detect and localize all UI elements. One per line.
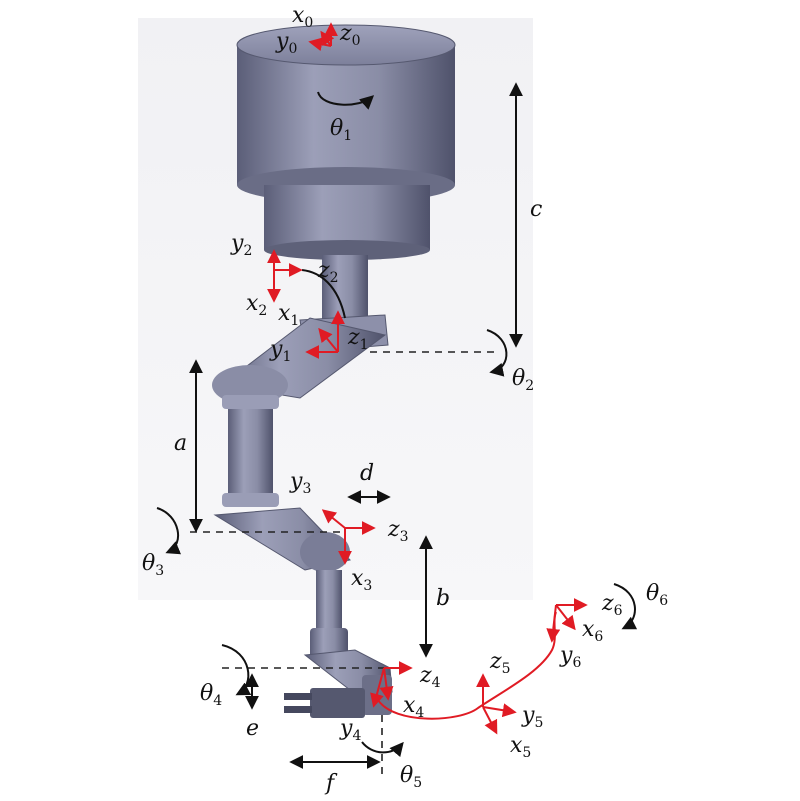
label-x4: x4: [403, 693, 424, 721]
frame-3-labels: x3 y3 z3: [289, 469, 409, 594]
label-dim-f: f: [324, 771, 338, 796]
label-dim-e: e: [246, 716, 259, 741]
label-z3: z3: [387, 517, 409, 545]
label-z4: z4: [419, 663, 441, 691]
label-theta4: θ4: [200, 681, 222, 709]
label-y3: y3: [289, 469, 311, 497]
frame-1-labels: x1 y1 z1: [269, 301, 369, 365]
label-dim-b: b: [436, 586, 450, 611]
label-z6: z6: [601, 591, 623, 619]
rotation-theta3-arrow: [156, 507, 182, 555]
label-x2: x2: [246, 291, 267, 319]
frame-3-axes: [321, 509, 376, 565]
end-effector-link-curve: [377, 611, 557, 720]
label-y4: y4: [339, 716, 361, 744]
frame-4-labels: x4 y4 z4: [339, 663, 441, 744]
frame-6-labels: x6 y6 z6: [559, 591, 623, 671]
label-dim-a: a: [174, 431, 187, 456]
rotation-theta4-arrow: [221, 644, 252, 696]
label-z0: z0: [339, 21, 361, 49]
label-y6: y6: [559, 643, 581, 671]
label-y2: y2: [230, 231, 252, 259]
frame-4-axes: [370, 661, 413, 708]
frame-0-labels: x0 y0 z0: [275, 3, 361, 57]
rotation-theta5-arrow: [361, 741, 404, 758]
label-x0: x0: [292, 3, 313, 31]
link-curve-z2: [301, 269, 346, 319]
label-x1: x1: [278, 301, 299, 329]
label-theta5: θ5: [400, 763, 422, 791]
label-theta6: θ6: [646, 581, 668, 609]
frame-2-labels: x2 y2 z2: [230, 231, 339, 319]
label-z5: z5: [489, 649, 511, 677]
label-x6: x6: [582, 617, 603, 645]
rotation-theta6-arrow: [613, 583, 638, 630]
label-theta1: θ1: [330, 116, 352, 144]
frame-1-axes: [305, 310, 345, 359]
frame-0-axes: [308, 22, 338, 52]
frame-2-axes: [267, 249, 303, 303]
frame-5-labels: x5 y5 z5: [489, 649, 543, 761]
label-x3: x3: [351, 566, 372, 594]
label-theta3: θ3: [142, 551, 164, 579]
label-y1: y1: [269, 337, 291, 365]
rotation-theta2-arrow: [486, 329, 508, 377]
label-y0: y0: [275, 29, 297, 57]
label-z2: z2: [317, 258, 339, 286]
frame-6-axes: [546, 598, 588, 643]
robot-body: [212, 24, 456, 718]
frame-5-axes: [476, 673, 517, 735]
label-dim-c: c: [530, 197, 542, 222]
label-x5: x5: [510, 733, 531, 761]
label-theta2: θ2: [512, 366, 534, 394]
label-z1: z1: [347, 325, 369, 353]
label-y5: y5: [521, 703, 543, 731]
rotation-theta1-arrow: [317, 91, 375, 110]
label-dim-d: d: [360, 461, 374, 486]
